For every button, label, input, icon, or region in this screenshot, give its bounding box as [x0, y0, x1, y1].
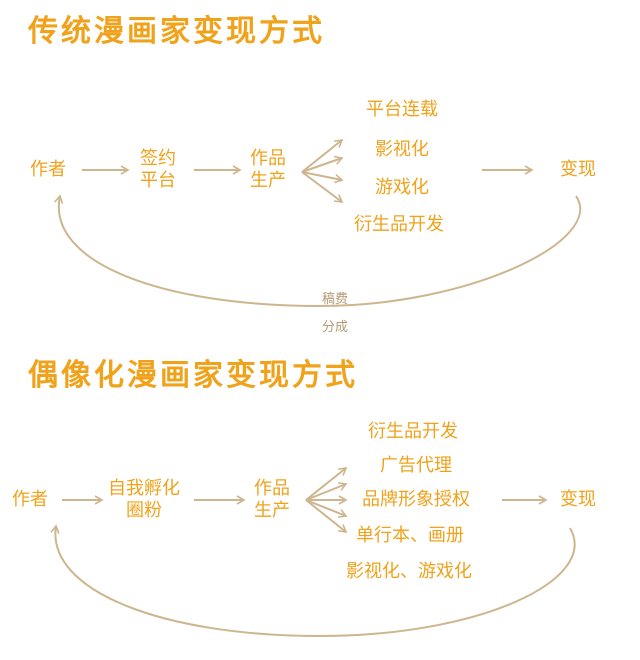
- channel-film: 影视化: [375, 139, 429, 160]
- author-node: 作者: [30, 159, 66, 180]
- produce-node-2: 作品 生产: [254, 478, 290, 522]
- channel2-books: 单行本、画册: [356, 525, 464, 546]
- channel2-ads: 广告代理: [380, 455, 452, 476]
- sign-platform-node: 签约 平台: [140, 148, 176, 192]
- idol-title: 偶像化漫画家变现方式: [28, 358, 358, 393]
- fan-arrows-1: [301, 138, 344, 203]
- traditional-title: 传统漫画家变现方式: [28, 14, 325, 49]
- incubate-line-1: 自我孵化: [108, 478, 180, 499]
- channel2-brand: 品牌形象授权: [362, 489, 470, 510]
- sign-line-1: 签约: [140, 148, 176, 169]
- loop-curve-1: [54, 194, 582, 308]
- produce-node: 作品 生产: [250, 148, 286, 192]
- author-node-2: 作者: [12, 489, 48, 510]
- sign-line-2: 平台: [140, 170, 176, 191]
- produce-line-2: 生产: [250, 170, 286, 191]
- incubate-line-2: 圈粉: [126, 500, 162, 521]
- channel2-film-game: 影视化、游戏化: [346, 561, 472, 582]
- monetize-node-2: 变现: [560, 489, 596, 510]
- incubate-node: 自我孵化 圈粉: [108, 478, 180, 522]
- channel-game: 游戏化: [375, 177, 429, 198]
- channel-merch: 衍生品开发: [354, 214, 444, 235]
- fan-arrows-2: [305, 466, 348, 534]
- loop-curve-2: [50, 524, 576, 638]
- produce-line-1: 作品: [250, 148, 286, 169]
- channel-serialization: 平台连载: [366, 99, 438, 120]
- produce2-line-2: 生产: [254, 500, 290, 521]
- produce2-line-1: 作品: [254, 478, 290, 499]
- channel2-merch: 衍生品开发: [368, 421, 458, 442]
- monetize-node: 变现: [560, 159, 596, 180]
- loop-label-fee: 稿费: [322, 292, 349, 307]
- loop-label-share: 分成: [322, 320, 349, 335]
